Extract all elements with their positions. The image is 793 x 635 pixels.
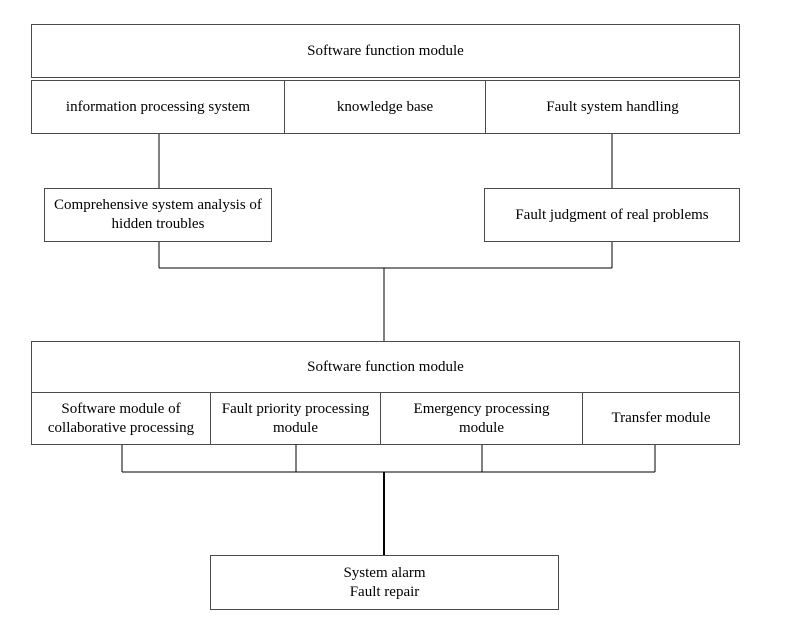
system-alarm-label: System alarm — [343, 564, 426, 581]
top-module-items-row: information processing system knowledge … — [31, 80, 740, 134]
item-knowledge-base-label: knowledge base — [336, 98, 434, 115]
module-fault-priority: Fault priority processing module — [211, 393, 381, 444]
hidden-trouble-analysis-label: Comprehensive system analysis of hidden … — [54, 197, 262, 232]
item-information-processing-label: information processing system — [65, 98, 251, 115]
module-collaborative-processing-label: Software module of collaborative process… — [47, 400, 195, 436]
bottom-module-title-box: Software function module — [31, 341, 740, 394]
module-transfer: Transfer module — [583, 393, 739, 444]
module-emergency-processing: Emergency processing module — [381, 393, 583, 444]
module-collaborative-processing: Software module of collaborative process… — [32, 393, 211, 444]
top-module-title: Software function module — [307, 42, 464, 59]
fault-repair-label: Fault repair — [349, 583, 420, 600]
module-fault-priority-label: Fault priority processing module — [221, 400, 370, 436]
bottom-module-title: Software function module — [307, 359, 464, 375]
item-information-processing: information processing system — [32, 81, 285, 133]
hidden-trouble-analysis-box: Comprehensive system analysis of hidden … — [44, 188, 272, 242]
item-fault-system-handling-label: Fault system handling — [546, 98, 679, 115]
module-transfer-label: Transfer module — [611, 410, 711, 426]
item-fault-system-handling: Fault system handling — [486, 81, 739, 133]
bottom-module-items-row: Software module of collaborative process… — [31, 392, 740, 445]
module-emergency-processing-label: Emergency processing module — [413, 400, 550, 436]
fault-judgment-label: Fault judgment of real problems — [515, 206, 709, 223]
alarm-repair-box: System alarm Fault repair — [210, 555, 559, 610]
item-knowledge-base: knowledge base — [285, 81, 486, 133]
fault-judgment-box: Fault judgment of real problems — [484, 188, 740, 242]
top-module-title-box: Software function module — [31, 24, 740, 78]
